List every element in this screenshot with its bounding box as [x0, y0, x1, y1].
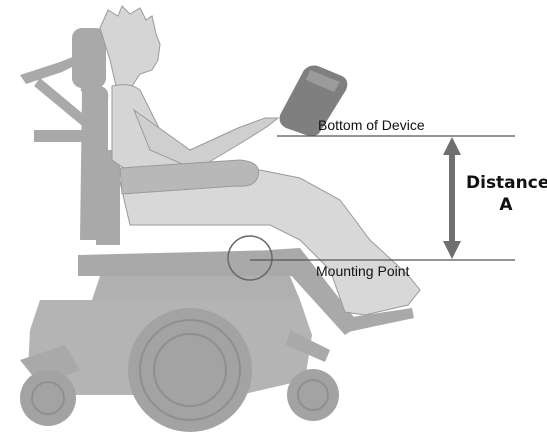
distance-label-line2: A	[466, 194, 546, 216]
bottom-of-device-label: Bottom of Device	[318, 118, 425, 132]
distance-a-label: Distance A	[466, 172, 546, 216]
mounting-point-label: Mounting Point	[316, 264, 409, 278]
distance-label-line1: Distance	[466, 172, 546, 194]
distance-arrow	[443, 137, 461, 259]
